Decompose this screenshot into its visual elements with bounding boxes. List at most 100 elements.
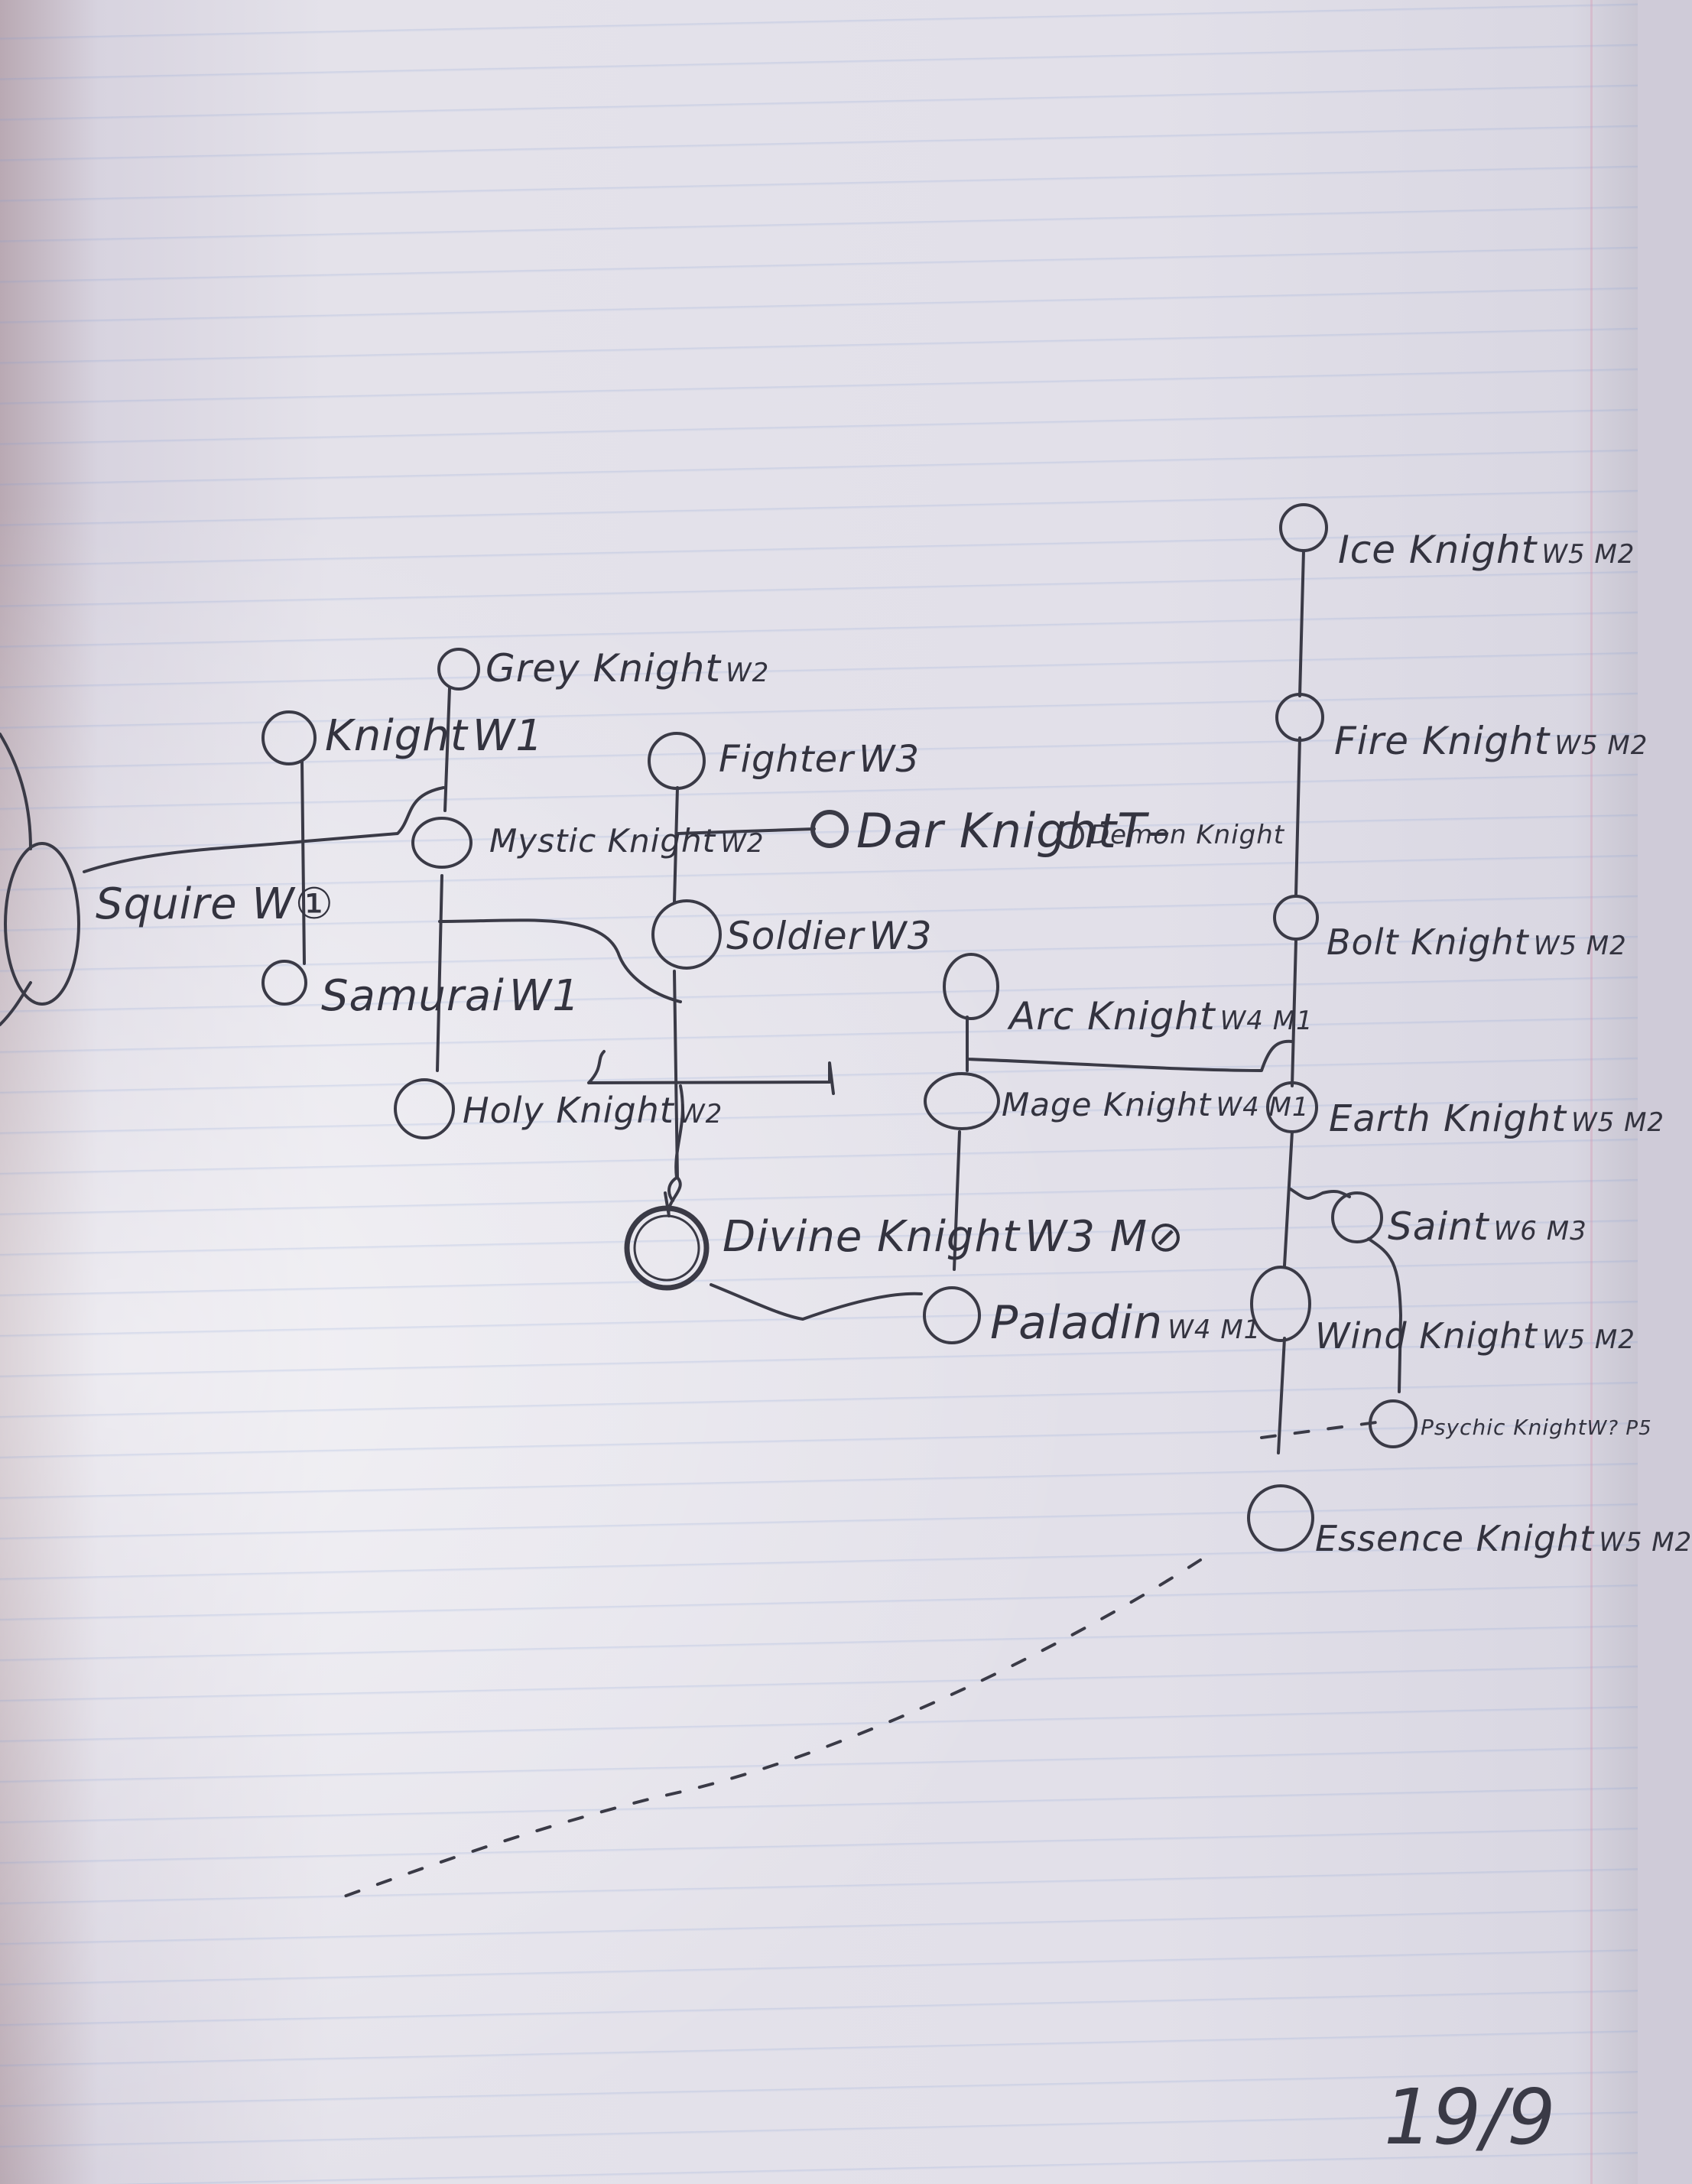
node-ice-circle [1279,503,1328,552]
edge-mystic-soldier [438,918,682,1003]
label-divine-name: Divine Knight [723,1212,1020,1262]
edge-grey-mystic-holy [436,687,451,1072]
node-wind-circle [1250,1266,1311,1342]
label-wind: Wind Knight W5 M2 [1315,1315,1635,1357]
node-soldier-circle [651,899,722,970]
node-demon-circle [1057,821,1084,849]
label-earth-name: Earth Knight [1329,1097,1567,1140]
label-fighter-name: Fighter [719,738,854,781]
node-circles [4,503,1418,1552]
label-bolt: Bolt Knight W5 M2 [1327,921,1627,963]
edge-knight-samurai [300,759,306,965]
label-earth-tag: W5 M2 [1571,1107,1665,1138]
node-fighter-circle [648,732,706,790]
node-holy-circle [394,1078,455,1139]
node-essence-circle [1247,1484,1314,1552]
label-samurai-name: Samurai [321,971,505,1021]
label-ice: Ice Knight W5 M2 [1338,528,1635,572]
label-fighter: Fighter W3 [719,738,920,781]
label-fire: Fire Knight W5 M2 [1334,719,1648,763]
edge-arc-to-earth [966,1039,1294,1072]
label-paladin-tag: W4 M1 [1168,1315,1262,1345]
node-dark-circle [810,810,849,848]
label-arc-name: Arc Knight [1009,994,1216,1038]
node-earth-circle [1266,1081,1318,1133]
edge-fighter-dark [676,827,816,835]
label-dark-dash: – [1146,803,1171,859]
label-demon-name: Demon Knight [1090,820,1285,850]
label-soldier: Soldier W3 [726,914,933,958]
label-holy-name: Holy Knight [463,1090,674,1131]
page-number: 19/9 [1384,2072,1556,2162]
label-knight: Knight W1 [325,711,544,761]
label-ice-tag: W5 M2 [1541,539,1635,570]
label-grey-name: Grey Knight [486,646,721,691]
label-mystic-name: Mystic Knight [489,822,716,860]
node-knight-circle [261,710,317,765]
label-grey-tag: W2 [726,658,770,688]
label-essence-tag: W5 M2 [1599,1527,1692,1558]
node-saint-circle [1331,1191,1383,1243]
edge-squire-left-stub [0,733,32,1026]
label-mage-tag: W4 M1 [1216,1092,1310,1123]
node-divine-circle-inner [633,1214,700,1282]
edge-right-column [1277,549,1305,1454]
label-mage: Mage Knight W4 M1 [1002,1086,1310,1123]
label-saint-tag: W6 M3 [1493,1216,1587,1246]
label-earth: Earth Knight W5 M2 [1329,1097,1664,1140]
node-arc-circle [943,953,999,1020]
label-mystic-tag: W2 [720,828,765,859]
node-mage-circle [924,1072,1000,1130]
label-psychic-name: Psychic Knight [1421,1415,1587,1440]
label-bolt-tag: W5 M2 [1533,931,1627,961]
label-saint: Saint W6 M3 [1388,1204,1587,1249]
node-divine-circle [624,1205,710,1291]
label-dark-name: Dar Knight [856,803,1118,859]
label-soldier-name: Soldier [726,914,865,958]
label-ice-name: Ice Knight [1338,528,1538,572]
label-demon: Demon Knight [1090,820,1284,850]
label-arc-tag: W4 M1 [1219,1006,1314,1036]
label-psychic-tag: W? P5 [1586,1417,1652,1440]
node-mystic-circle [411,817,473,869]
label-knight-tag: W1 [472,711,544,761]
edge-earth-saint [1289,1188,1351,1200]
label-fire-tag: W5 M2 [1554,730,1648,761]
label-squire-tag: ① [294,879,334,929]
label-paladin: Paladin W4 M1 [990,1296,1261,1350]
edge-divine-paladin [710,1283,923,1321]
label-saint-name: Saint [1388,1204,1489,1249]
label-mage-name: Mage Knight [1002,1086,1212,1123]
label-essence: Essence Knight W5 M2 [1315,1518,1692,1559]
margin-line [1590,0,1593,2184]
label-dark-tag: T [1117,803,1147,859]
label-holy-tag: W2 [678,1099,723,1129]
label-mystic: Mystic Knight W2 [489,822,764,860]
node-paladin-circle [923,1286,981,1344]
label-soldier-tag: W3 [869,914,933,958]
edge-saint-psychic [1367,1237,1402,1393]
label-divine: Divine Knight W3 M⊘ [723,1212,1184,1262]
label-knight-name: Knight [325,711,468,761]
edge-squire-to-mystic [83,786,445,873]
node-squire-circle [4,842,80,1006]
label-divine-tag: W3 M⊘ [1025,1212,1185,1262]
label-samurai-tag: W1 [508,971,580,1021]
node-samurai-circle [261,960,307,1006]
node-grey-circle [437,648,480,691]
label-essence-name: Essence Knight [1315,1518,1595,1559]
edge-arc-mage-paladin [953,1016,969,1271]
node-psychic-circle [1369,1399,1418,1448]
label-samurai: Samurai W1 [321,971,580,1021]
label-psychic: Psychic KnightW? P5 [1421,1415,1652,1440]
edge-essence-trail-dashed [343,1558,1202,1898]
label-fighter-tag: W3 [859,738,921,781]
label-squire: Squire W① [96,879,334,929]
label-grey: Grey Knight W2 [486,646,769,691]
class-tree-diagram [0,503,1418,1898]
edge-crossbar [587,1050,835,1095]
label-fire-name: Fire Knight [1334,719,1551,763]
label-wind-name: Wind Knight [1315,1315,1538,1357]
ruled-lines [0,0,1638,2184]
